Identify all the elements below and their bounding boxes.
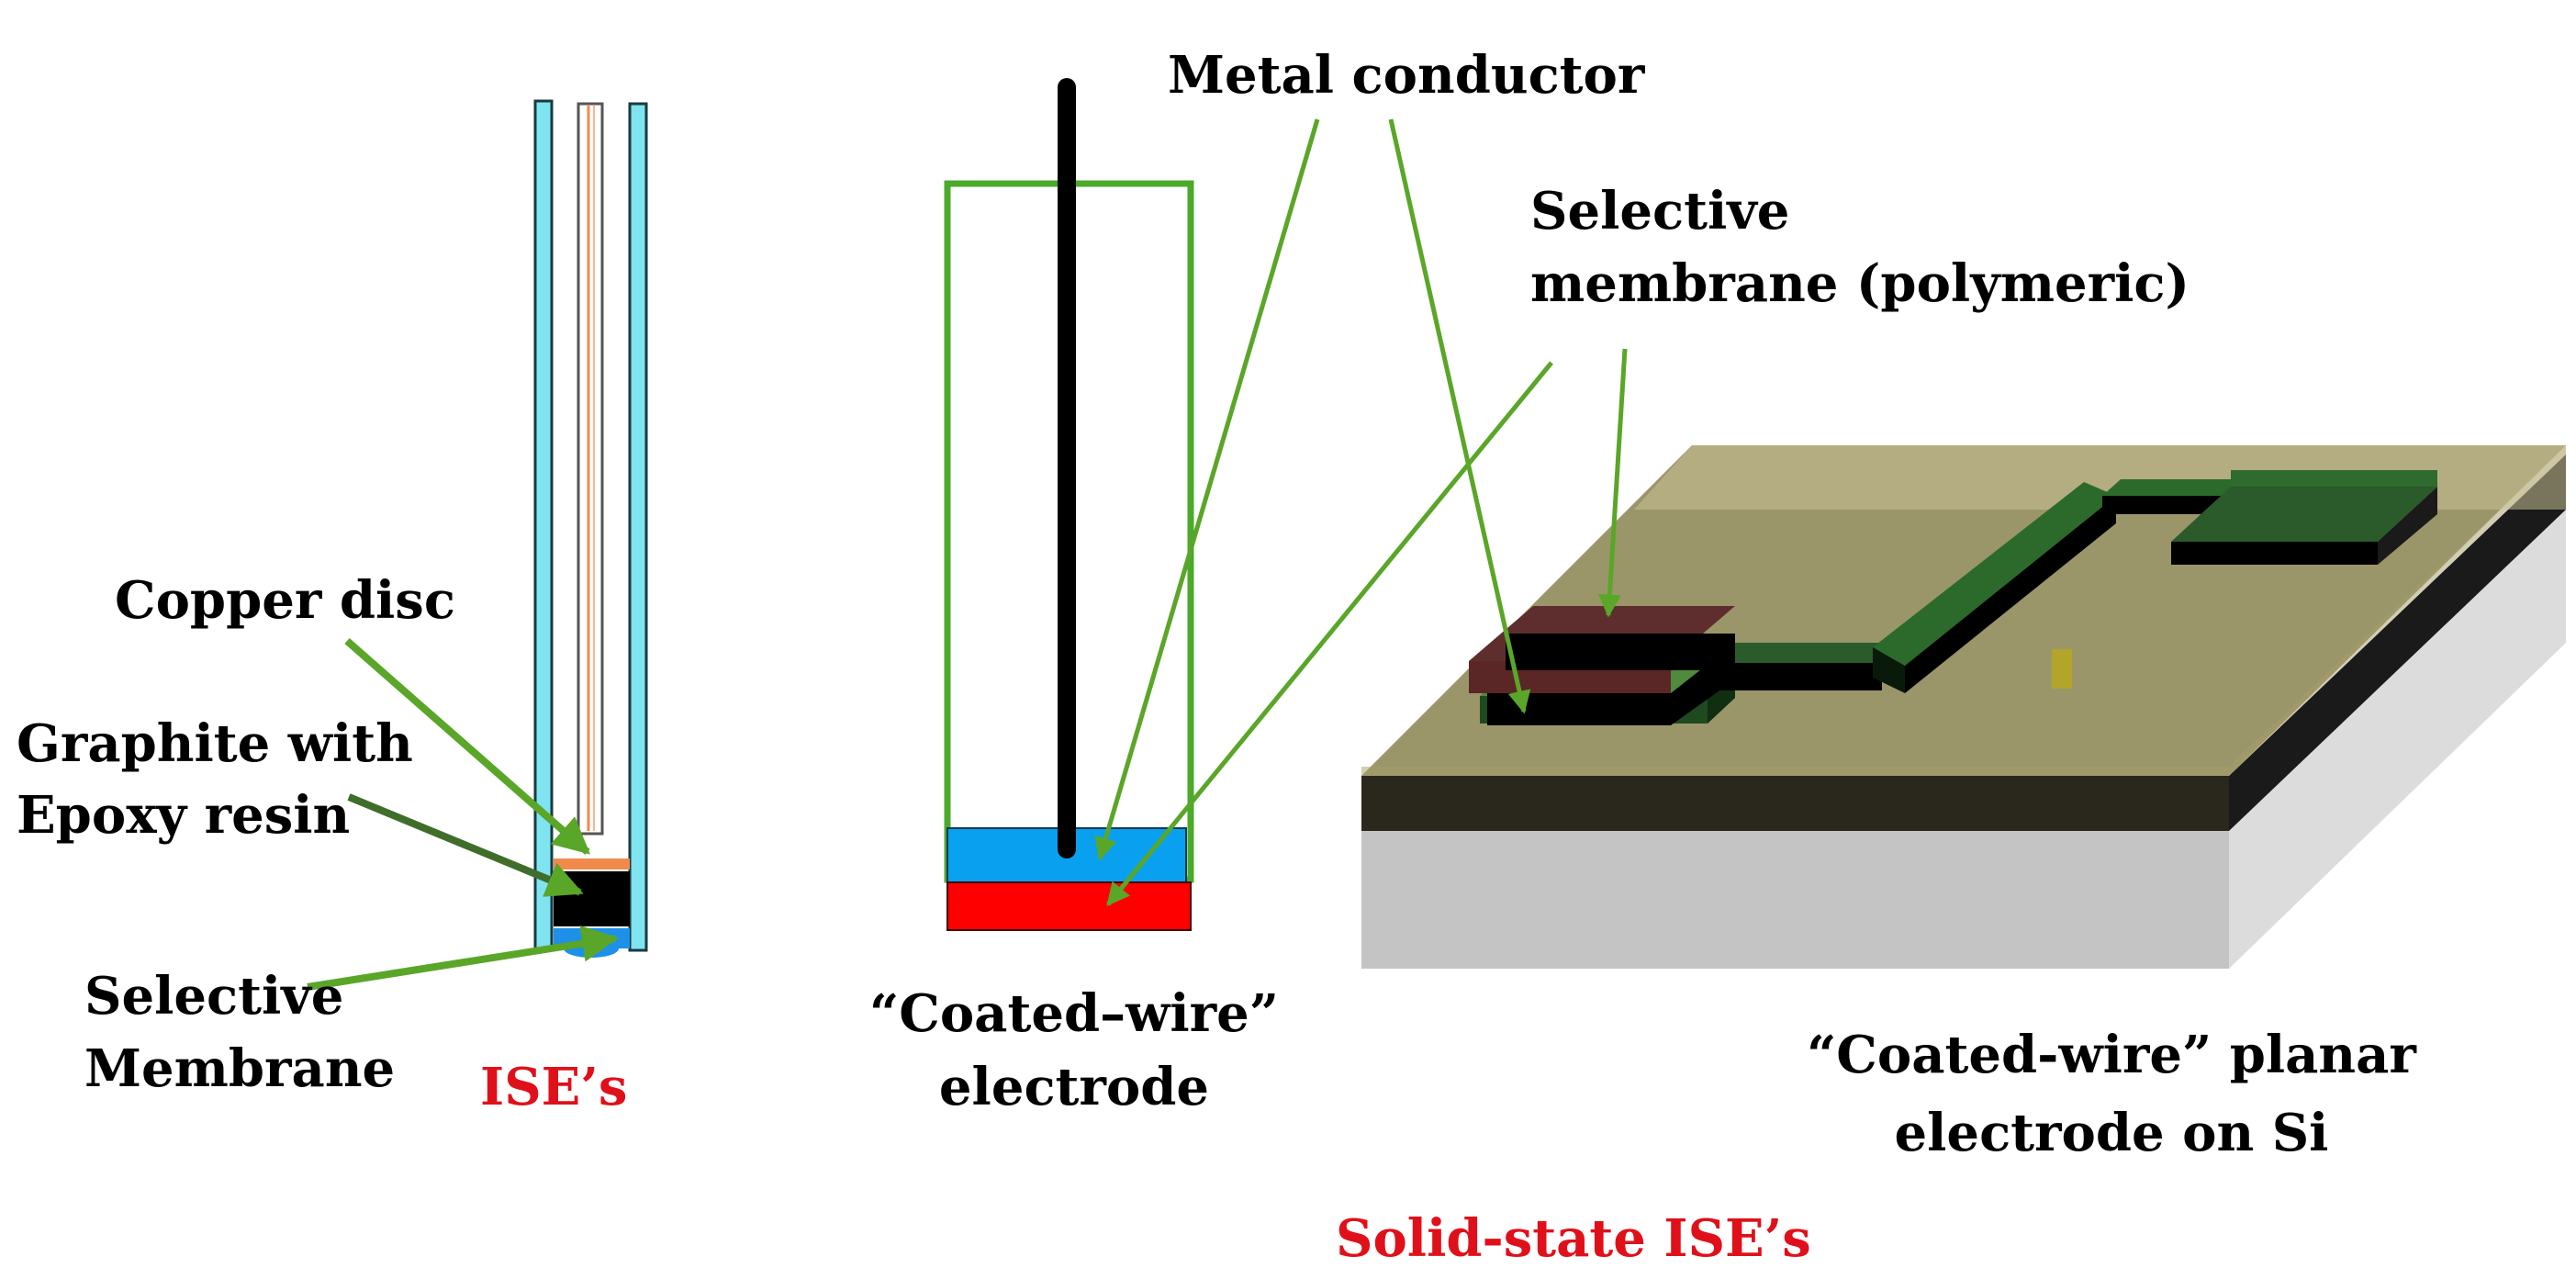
copper-disc-arrow xyxy=(344,637,591,856)
graphite-epoxy xyxy=(554,871,630,926)
metal-conductor-label: Metal conductor xyxy=(1168,45,1645,106)
polymeric-membrane-label-line2: membrane (polymeric) xyxy=(1530,253,2190,314)
planar-label-line1: “Coated-wire” planar xyxy=(1807,1025,2416,1085)
polymeric-membrane-arrow-1 xyxy=(1106,361,1553,906)
substrate-front xyxy=(1361,831,2229,969)
coated-wire-label-line1: “Coated–wire” xyxy=(869,983,1279,1044)
coated-red-layer xyxy=(946,881,1192,931)
copper-disc xyxy=(554,858,630,869)
substrate-side xyxy=(2229,510,2566,969)
polymeric-membrane-label-line1: Selective xyxy=(1530,181,1790,241)
solid-state-caption: Solid-state ISE’s xyxy=(1336,1208,1811,1269)
coated-wire-electrode xyxy=(944,78,1194,931)
small-pad xyxy=(2052,649,2072,689)
selective-membrane-label-line1: Selective xyxy=(84,966,344,1027)
membrane-arrow xyxy=(307,925,619,991)
metal-conductor-arrow-2 xyxy=(1388,118,1531,714)
metal-conductor-arrow-1 xyxy=(1094,118,1320,861)
outer-tube-right-wall xyxy=(628,102,648,952)
ises-caption: ISE’s xyxy=(480,1057,628,1117)
classic-ise-electrode xyxy=(307,99,648,991)
planar-electrode xyxy=(1361,445,2566,969)
selective-membrane-label-line2: Membrane xyxy=(84,1038,396,1099)
planar-label-line2: electrode on Si xyxy=(1894,1103,2329,1163)
graphite-label-line2: Epoxy resin xyxy=(17,785,351,846)
copper-disc-label: Copper disc xyxy=(115,570,455,631)
coated-wire-label-line2: electrode xyxy=(938,1057,1210,1117)
graphite-arrow xyxy=(347,793,584,897)
polymeric-membrane-arrow-2 xyxy=(1597,348,1628,618)
inner-wire xyxy=(577,102,604,836)
graphite-label-line1: Graphite with xyxy=(17,713,413,774)
black-layer xyxy=(1361,776,2229,831)
membrane-block xyxy=(1469,606,1735,725)
